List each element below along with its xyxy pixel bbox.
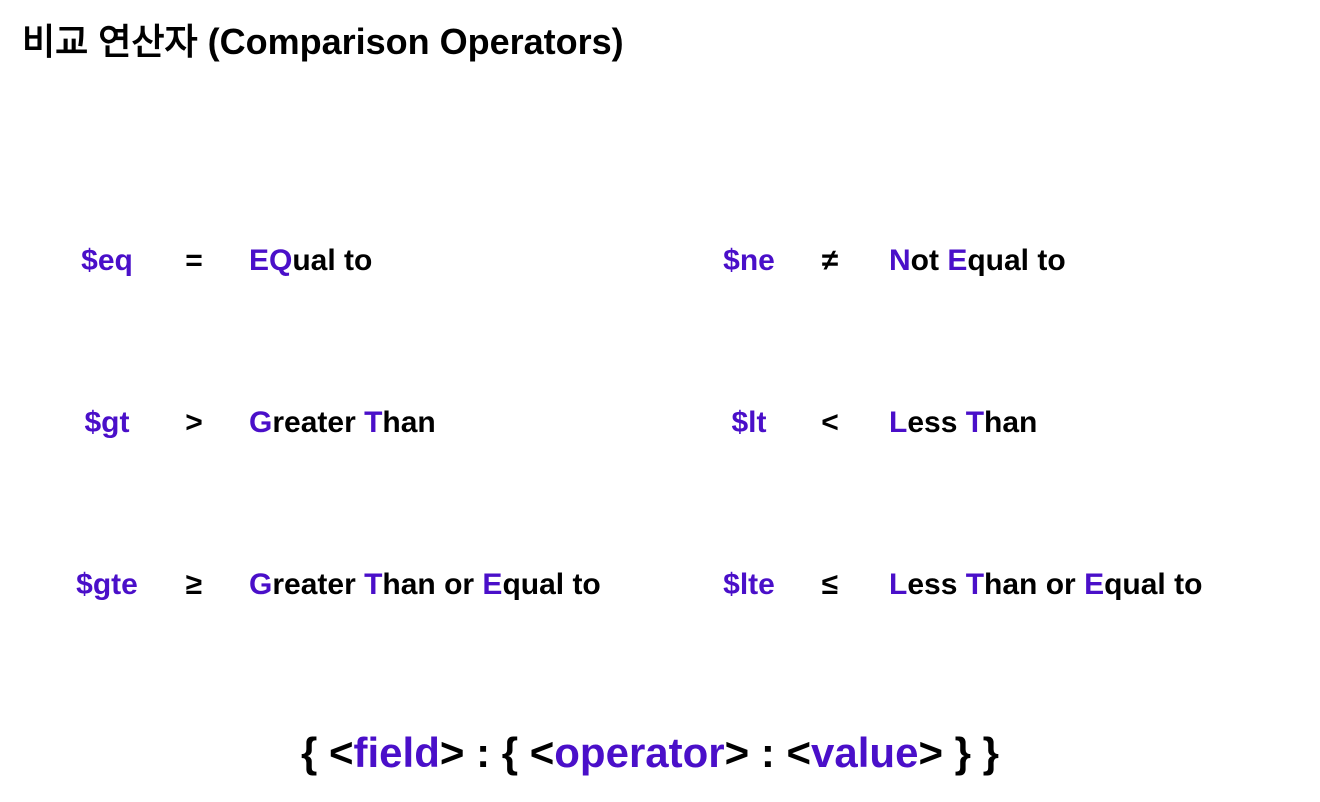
syntax-close: > } }	[918, 729, 999, 776]
syntax-value-placeholder: value	[811, 729, 919, 776]
operator-symbol: ≠	[821, 244, 839, 277]
operator-symbol: >	[185, 406, 203, 439]
description-highlight: T	[965, 406, 985, 439]
description-text: han	[984, 406, 1038, 439]
syntax-operator-placeholder: operator	[554, 729, 725, 776]
operator-symbol: ≥	[185, 568, 203, 601]
description-highlight: EQ	[249, 244, 293, 277]
operator-name: $ne	[723, 244, 775, 277]
description-text: han or	[984, 568, 1085, 601]
operator-name: $gt	[84, 406, 130, 439]
operator-name: $lt	[731, 406, 767, 439]
description-highlight: T	[364, 406, 383, 439]
operator-name: $gte	[76, 568, 138, 601]
description-highlight: L	[889, 568, 908, 601]
syntax-open: { <	[300, 729, 354, 776]
description-text: han	[382, 406, 436, 439]
operator-description: EQual to	[249, 246, 372, 276]
description-text: ual to	[292, 244, 373, 277]
description-highlight: G	[249, 568, 273, 601]
description-text: qual to	[1104, 568, 1203, 601]
operator-symbol: <	[821, 406, 839, 439]
operator-name: $lte	[723, 568, 775, 601]
operator-description: Not Equal to	[889, 246, 1066, 276]
description-text: ot	[910, 244, 948, 277]
description-highlight: E	[482, 568, 503, 601]
operator-symbol: ≤	[821, 568, 839, 601]
operator-symbol: =	[185, 244, 203, 277]
query-syntax: { <field> : { <operator> : <value> } }	[0, 729, 1300, 776]
operator-description: Less Than	[889, 408, 1037, 438]
description-highlight: T	[965, 568, 985, 601]
description-highlight: E	[947, 244, 968, 277]
description-text: reater	[272, 568, 365, 601]
description-highlight: T	[364, 568, 383, 601]
syntax-separator: > : { <	[439, 729, 555, 776]
operator-description: Greater Than	[249, 408, 436, 438]
operator-name: $eq	[81, 244, 133, 277]
description-highlight: G	[249, 406, 273, 439]
description-text: reater	[272, 406, 365, 439]
description-highlight: E	[1084, 568, 1105, 601]
description-text: han or	[382, 568, 483, 601]
operator-description: Greater Than or Equal to	[249, 570, 601, 600]
page-title: 비교 연산자 (Comparison Operators)	[22, 21, 624, 62]
description-text: ess	[907, 568, 966, 601]
description-highlight: N	[889, 244, 911, 277]
description-text: qual to	[967, 244, 1066, 277]
description-text: ess	[907, 406, 966, 439]
syntax-separator: > : <	[724, 729, 812, 776]
syntax-field-placeholder: field	[353, 729, 440, 776]
operator-description: Less Than or Equal to	[889, 570, 1202, 600]
description-highlight: L	[889, 406, 908, 439]
description-text: qual to	[502, 568, 601, 601]
